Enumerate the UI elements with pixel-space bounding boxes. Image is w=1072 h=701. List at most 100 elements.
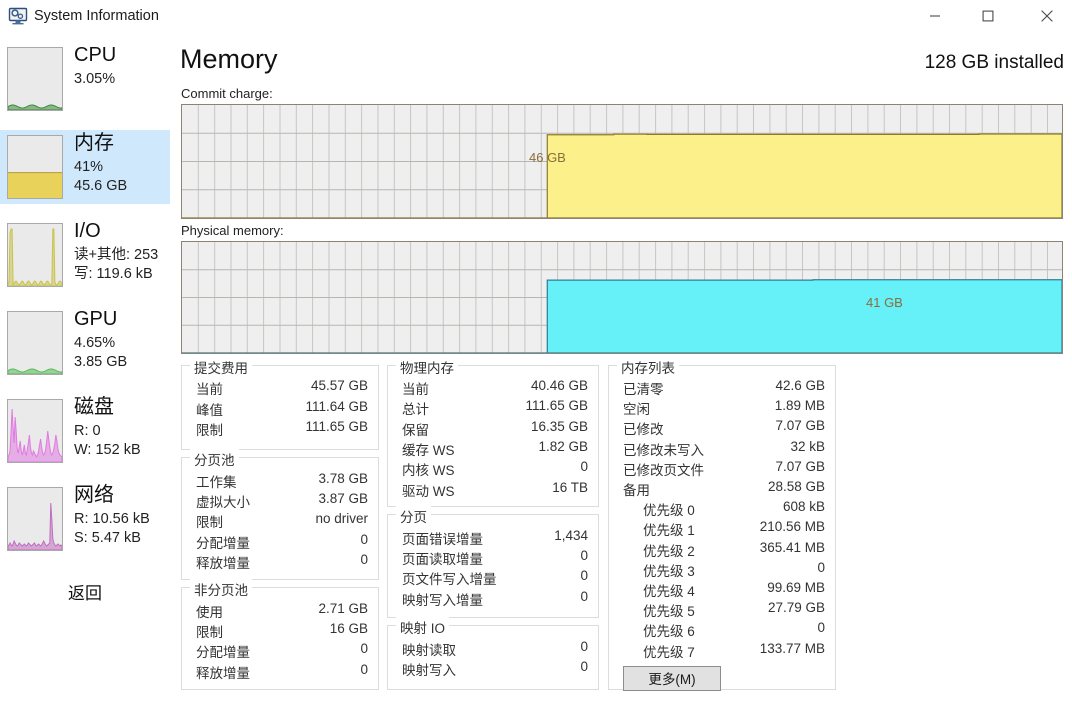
stat-label: 限制 <box>196 625 223 641</box>
close-button[interactable] <box>1024 0 1070 32</box>
stat-value: 3.87 GB <box>318 491 368 507</box>
stat-value: 99.69 MB <box>767 580 825 595</box>
sidebar-item-stat-1: R: 0 <box>74 423 101 439</box>
sidebar-item-stat-1: 41% <box>74 159 104 175</box>
nonpaged-pool-legend: 非分页池 <box>190 579 252 599</box>
sidebar-item-stat-1: R: 10.56 kB <box>74 511 150 527</box>
stat-label: 优先级 3 <box>643 563 695 579</box>
stat-value: 2.71 GB <box>318 601 368 616</box>
sidebar-item-stat-1: 4.65% <box>74 335 116 351</box>
stat-value: 1.89 MB <box>774 398 825 414</box>
stat-value: 0 <box>580 659 588 675</box>
stat-label: 页文件写入增量 <box>402 572 497 588</box>
sidebar-item-stat-1: 读+其他: 253 <box>74 247 159 263</box>
stat-value: 1,434 <box>554 528 588 543</box>
stat-label: 优先级 1 <box>643 523 695 539</box>
maximize-button[interactable] <box>965 0 1011 32</box>
stat-label: 映射读取 <box>402 643 456 658</box>
commit-charge-annotation: 46 GB <box>529 150 566 165</box>
stat-value: 16 GB <box>329 621 368 637</box>
stat-value: 365.41 MB <box>759 539 825 555</box>
stat-value: 0 <box>360 531 368 547</box>
stat-value: 111.65 GB <box>305 419 368 434</box>
stat-label: 当前 <box>196 382 223 397</box>
back-button[interactable]: 返回 <box>68 584 102 603</box>
stat-label: 空闲 <box>623 402 650 418</box>
sidebar-thumbnail-graph <box>7 399 63 463</box>
physical-memory-label: Physical memory: <box>181 223 284 238</box>
stat-value: 32 kB <box>790 438 825 454</box>
sidebar-thumbnail-graph <box>7 223 63 287</box>
stat-row: 优先级 1 210.56 MB <box>609 519 835 538</box>
stat-value: 16 TB <box>552 479 588 495</box>
sidebar-item-name: CPU <box>74 44 117 66</box>
physical-memory-legend: 物理内存 <box>396 357 458 377</box>
stat-label: 页面读取增量 <box>402 552 483 568</box>
stat-label: 释放增量 <box>196 555 250 571</box>
sidebar-item-gpu[interactable]: GPU 4.65% 3.85 GB <box>0 306 170 380</box>
stat-value: 608 kB <box>782 499 825 515</box>
commit-charge-label: Commit charge: <box>181 86 273 101</box>
stat-value: 111.64 GB <box>305 398 368 414</box>
commit-charge-graph[interactable] <box>181 104 1063 219</box>
stat-value: 27.79 GB <box>767 600 825 616</box>
stat-value: 16.35 GB <box>530 418 588 434</box>
stat-value: 0 <box>580 459 588 475</box>
more-button[interactable]: 更多(M) <box>623 665 721 691</box>
stat-label: 限制 <box>196 423 223 438</box>
stat-value: no driver <box>315 511 368 527</box>
sidebar-item-name: I/O <box>74 220 101 242</box>
sidebar-item-io[interactable]: I/O 读+其他: 253 写: 119.6 kB <box>0 218 170 292</box>
stat-label: 工作集 <box>196 475 237 490</box>
graph-area-series <box>182 279 1062 353</box>
sidebar-item-name: GPU <box>74 308 118 330</box>
system-monitor-icon <box>8 6 28 26</box>
stat-label: 页面错误增量 <box>402 532 483 547</box>
stat-row: 空闲 1.89 MB <box>609 398 835 417</box>
physical-memory-annotation: 41 GB <box>866 295 903 310</box>
sidebar-thumbnail-graph <box>7 311 63 375</box>
memory-lists-legend: 内存列表 <box>617 357 679 377</box>
stat-row: 分配增量 0 <box>182 641 378 660</box>
stat-value: 0 <box>360 641 368 657</box>
stat-value: 111.65 GB <box>525 398 588 414</box>
minimize-icon <box>930 15 940 17</box>
stat-row: 使用 2.71 GB <box>182 601 378 620</box>
sidebar-item-stat-2: 写: 119.6 kB <box>74 266 153 282</box>
sidebar-item-stat-2: 3.85 GB <box>74 354 128 370</box>
stat-label: 虚拟大小 <box>196 495 250 511</box>
sidebar-item-name: 内存 <box>74 132 114 154</box>
stat-value: 0 <box>817 559 825 575</box>
stat-value: 0 <box>580 639 588 654</box>
stat-row: 页面错误增量 1,434 <box>388 528 598 547</box>
stat-value: 133.77 MB <box>759 640 825 656</box>
physical-memory-graph[interactable] <box>181 241 1063 354</box>
stat-label: 分配增量 <box>196 645 250 661</box>
sidebar-item-stat-2: S: 5.47 kB <box>74 530 141 546</box>
stat-value: 210.56 MB <box>759 519 825 535</box>
stat-label: 使用 <box>196 605 223 620</box>
paging-legend: 分页 <box>396 506 431 526</box>
minimize-button[interactable] <box>912 0 958 32</box>
page-title: Memory <box>180 44 278 74</box>
stat-value: 7.07 GB <box>775 458 825 474</box>
